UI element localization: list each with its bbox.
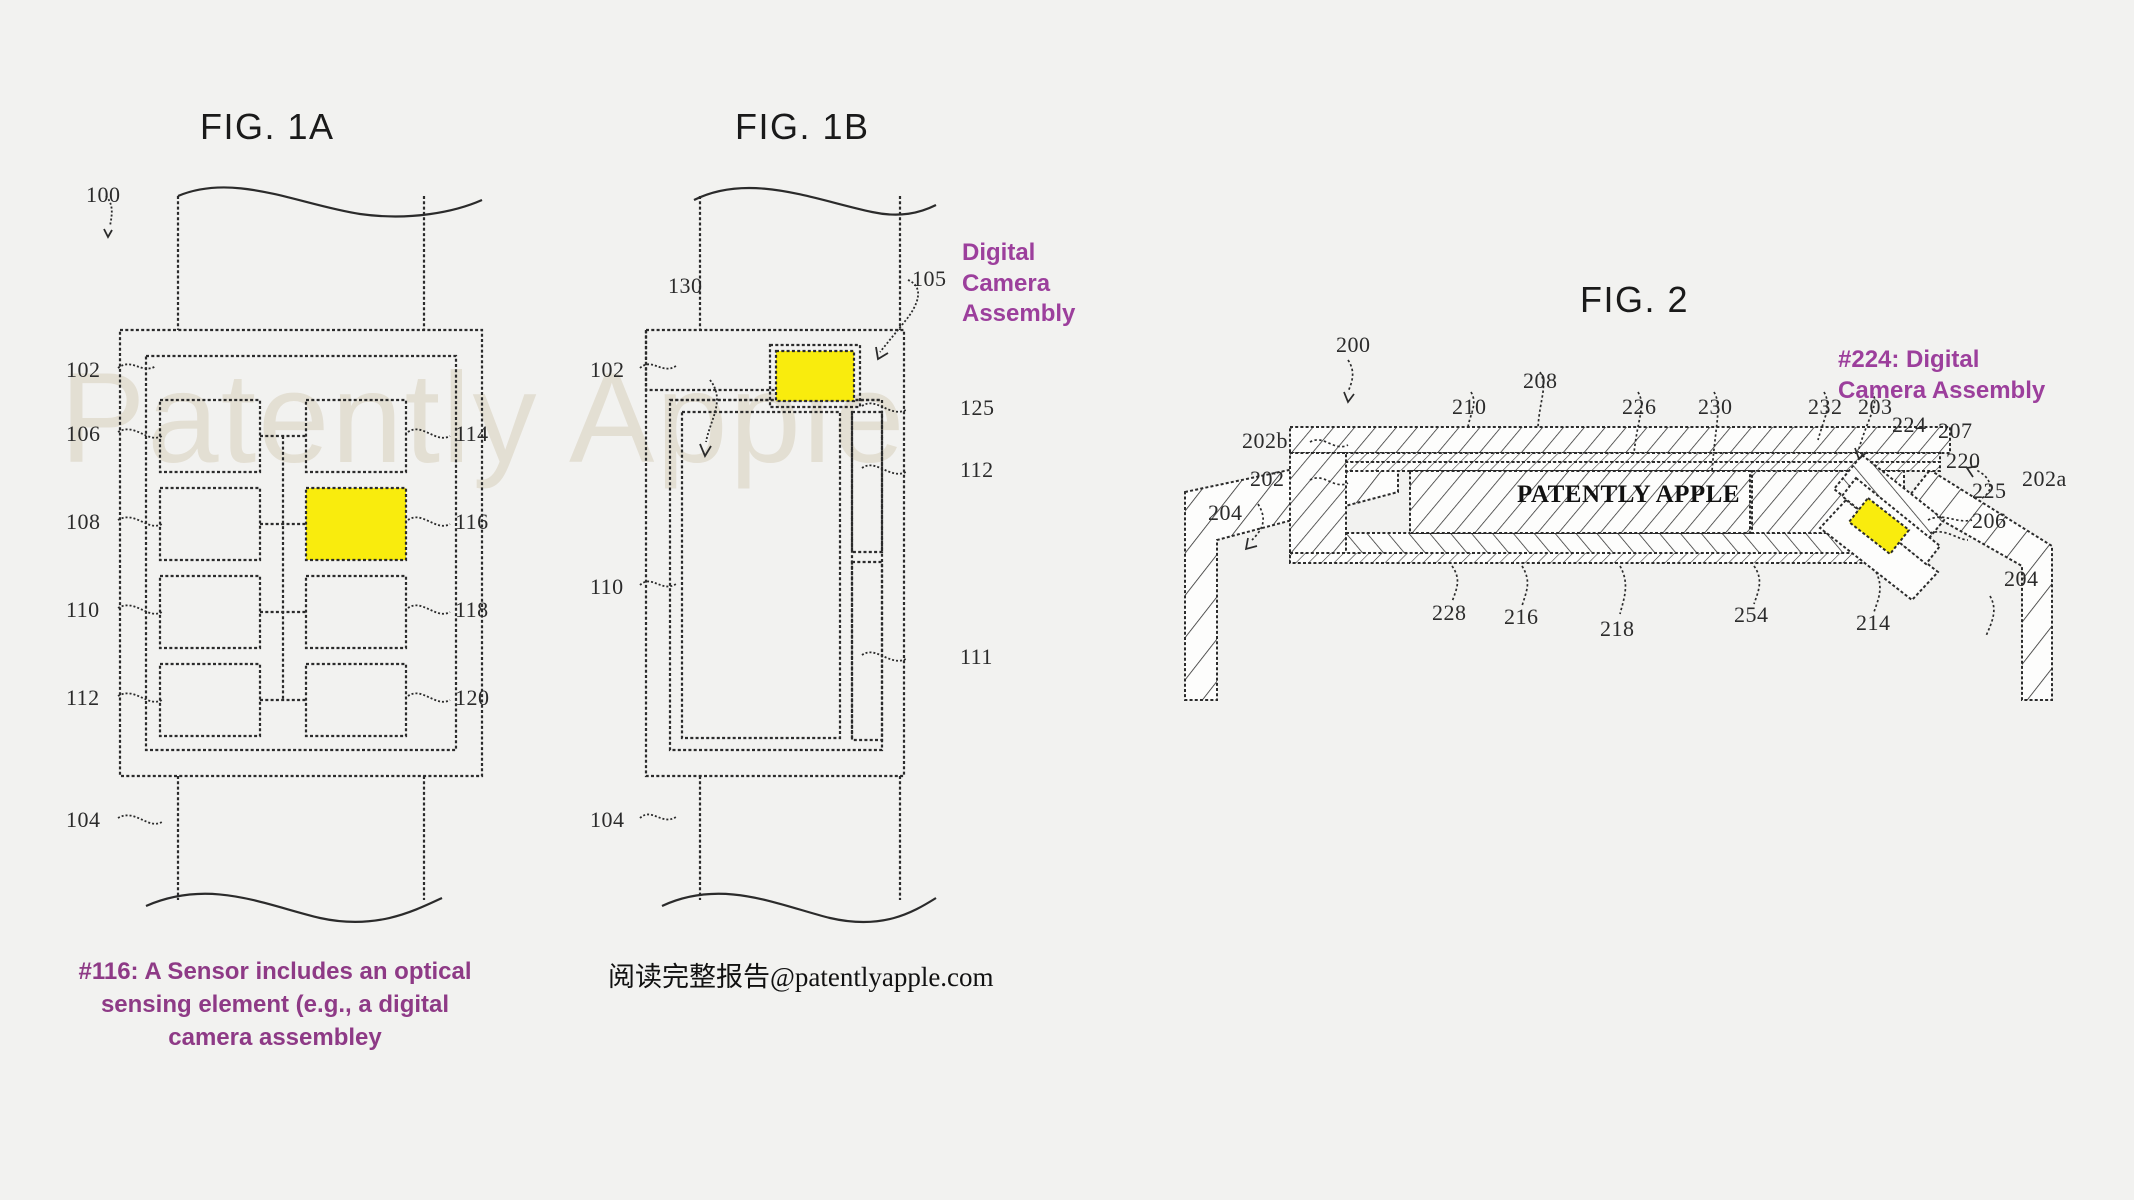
patentlyapple-url-caption: 阅读完整报告@patentlyapple.com bbox=[608, 962, 994, 992]
ref-fig2-200: 200 bbox=[1336, 332, 1371, 357]
ref-fig1a-118: 118 bbox=[455, 597, 489, 622]
ref-fig2-204-right: 204 bbox=[2004, 566, 2039, 591]
fig-2-digital-camera-assembly-callout: #224: Digital Camera Assembly bbox=[1838, 346, 2046, 404]
ref-fig1a-116: 116 bbox=[455, 509, 489, 534]
ref-fig1b-104: 104 bbox=[590, 807, 625, 832]
fig-1b-title: FIG. 1B bbox=[735, 106, 870, 147]
fig-1b-digital-camera-assembly-callout: Digital Camera Assembly bbox=[962, 239, 1076, 328]
ref-fig1b-110: 110 bbox=[590, 574, 624, 599]
ref-fig2-202a: 202a bbox=[2022, 466, 2067, 491]
ref-fig2-228: 228 bbox=[1432, 600, 1467, 625]
ref-fig2-225: 225 bbox=[1972, 478, 2007, 503]
ref-fig2-216: 216 bbox=[1504, 604, 1539, 629]
ref-fig2-220: 220 bbox=[1946, 448, 1981, 473]
ref-fig2-218: 218 bbox=[1600, 616, 1635, 641]
ref-fig1b-102: 102 bbox=[590, 357, 625, 382]
ref-fig1a-114: 114 bbox=[455, 421, 489, 446]
fig-1a-title: FIG. 1A bbox=[200, 106, 335, 147]
ref-fig2-204-left: 204 bbox=[1208, 500, 1243, 525]
ref-fig2-210: 210 bbox=[1452, 394, 1487, 419]
sensor-description-caption: #116: A Sensor includes an optical sensi… bbox=[78, 958, 472, 1052]
ref-fig2-224: 224 bbox=[1892, 412, 1927, 437]
ref-fig2-214: 214 bbox=[1856, 610, 1891, 635]
ref-fig2-232: 232 bbox=[1808, 394, 1843, 419]
ref-fig1b-111: 111 bbox=[960, 644, 993, 669]
ref-fig1a-108: 108 bbox=[66, 509, 101, 534]
ref-fig2-202b: 202b bbox=[1242, 428, 1288, 453]
ref-fig1b-125: 125 bbox=[960, 395, 995, 420]
ref-fig1a-106: 106 bbox=[66, 421, 101, 446]
ref-fig2-203: 203 bbox=[1858, 394, 1893, 419]
ref-fig1b-130: 130 bbox=[668, 273, 703, 298]
fig-2-title: FIG. 2 bbox=[1580, 279, 1690, 320]
ref-fig2-254: 254 bbox=[1734, 602, 1769, 627]
ref-fig2-202: 202 bbox=[1250, 466, 1285, 491]
ref-fig1a-110: 110 bbox=[66, 597, 100, 622]
ref-fig2-206: 206 bbox=[1972, 508, 2007, 533]
ref-fig1a-102: 102 bbox=[66, 357, 101, 382]
ref-fig1b-112: 112 bbox=[960, 457, 994, 482]
ref-fig1a-112: 112 bbox=[66, 685, 100, 710]
ref-fig2-208: 208 bbox=[1523, 368, 1558, 393]
ref-fig2-230: 230 bbox=[1698, 394, 1733, 419]
ref-fig2-207: 207 bbox=[1938, 418, 1973, 443]
fig-2-silkscreen-text: PATENTLY APPLE bbox=[1517, 481, 1741, 508]
ref-fig1b-105: 105 bbox=[912, 266, 947, 291]
ref-fig1a-120: 120 bbox=[455, 685, 490, 710]
ref-fig1a-100: 100 bbox=[86, 182, 121, 207]
ref-fig1a-104: 104 bbox=[66, 807, 101, 832]
ref-fig2-226: 226 bbox=[1622, 394, 1657, 419]
